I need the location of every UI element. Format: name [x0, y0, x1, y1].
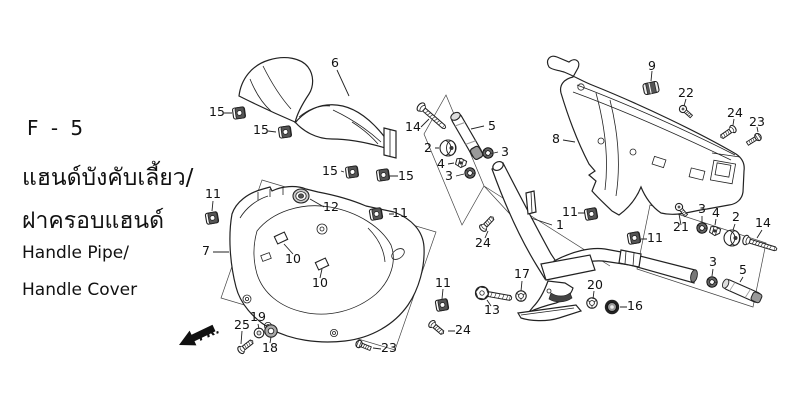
part-15-clip [231, 106, 247, 120]
handle-pipe-drawing [491, 160, 698, 322]
callout-c4b: 4 [712, 205, 720, 220]
callout-c21: 21 [673, 219, 689, 234]
callout-c15c: 15 [322, 163, 338, 178]
callout-c23b: 23 [749, 114, 765, 129]
callout-c11c: 11 [435, 275, 451, 290]
part-24-bolt [426, 318, 447, 338]
callout-c3d: 3 [709, 254, 717, 269]
part-9-clip [641, 80, 661, 96]
title-thai-line1: แฮนด์บังคับเลี้ยว/ [22, 165, 194, 191]
callout-c17: 17 [514, 266, 530, 281]
part-11-clip [583, 206, 599, 222]
callout-c20: 20 [587, 277, 603, 292]
callout-c18: 18 [262, 340, 278, 355]
fr-direction-indicator: FR. [179, 322, 222, 346]
callout-c6: 6 [331, 55, 339, 70]
callout-c7: 7 [202, 243, 210, 258]
part-3-ring [480, 145, 496, 161]
part-15-clip [277, 125, 293, 139]
callout-c2a: 2 [424, 140, 432, 155]
part-16-cap-nut [604, 299, 620, 315]
callout-c15a: 15 [209, 104, 225, 119]
callout-c1: 1 [556, 217, 564, 232]
callout-c15d: 15 [398, 168, 414, 183]
part-20-nut [586, 297, 598, 309]
handle-rear-cover-drawing [546, 55, 745, 216]
callout-c5b: 5 [739, 262, 747, 277]
callout-c3b: 3 [445, 168, 453, 183]
callout-c3a: 3 [501, 144, 509, 159]
callout-c25: 25 [234, 317, 250, 332]
part-24-bolt [477, 213, 497, 234]
callout-c11b: 11 [392, 205, 408, 220]
title-english-line2: Handle Cover [22, 280, 138, 300]
handle-front-top-cover-drawing [238, 57, 397, 159]
part-3-ring [462, 165, 478, 181]
part-2-bar-end-weight [439, 139, 457, 157]
callout-c10a: 10 [285, 251, 301, 266]
callout-c11a: 11 [205, 186, 221, 201]
part-23-screw [354, 338, 373, 353]
callout-c9: 9 [648, 58, 656, 73]
part-2-bar-end-weight [723, 229, 741, 247]
title-thai-line2: ฝาครอบแฮนด์ [22, 208, 165, 234]
page-code: F - 5 [27, 116, 87, 140]
part-19-washer [253, 327, 265, 339]
callout-c23a: 23 [381, 340, 397, 355]
callout-c11d: 11 [562, 204, 578, 219]
fr-direction-label: FR. [196, 322, 222, 344]
callout-c10b: 10 [312, 275, 328, 290]
part-4-clamp [708, 224, 722, 238]
callout-c14a: 14 [405, 119, 421, 134]
callout-c24a: 24 [475, 235, 491, 250]
part-15-clip [344, 165, 360, 179]
part-11-clip [626, 230, 642, 246]
part-11-clip [368, 206, 384, 222]
callout-c8: 8 [552, 131, 560, 146]
leader-lines [211, 69, 763, 350]
part-14-bolt [741, 233, 779, 255]
part-18-washer [264, 324, 278, 338]
callout-c14b: 14 [755, 215, 771, 230]
fr-arrow-icon [179, 324, 216, 346]
part-3-ring [704, 274, 720, 290]
callout-c22: 22 [678, 85, 694, 100]
part-15-clip [375, 168, 391, 182]
callout-c13: 13 [484, 302, 500, 317]
part-22-screw [677, 103, 695, 120]
callout-c24b: 24 [455, 322, 471, 337]
part-24-bolt [718, 123, 738, 142]
callout-c3c: 3 [698, 201, 706, 216]
callout-c12: 12 [323, 199, 339, 214]
callout-c4a: 4 [437, 156, 445, 171]
part-23-screw [744, 131, 764, 148]
part-11-clip [204, 210, 220, 226]
part-25-bolt [235, 337, 256, 356]
callout-c16: 16 [627, 298, 643, 313]
part-17-nut [515, 290, 527, 302]
callout-c19: 19 [250, 309, 266, 324]
callout-c15b: 15 [253, 122, 269, 137]
callout-c24c: 24 [727, 105, 743, 120]
part-11-clip [434, 297, 450, 313]
part-12-grommet [292, 188, 310, 204]
callout-c2b: 2 [732, 209, 740, 224]
callout-c5a: 5 [488, 118, 496, 133]
title-english-line1: Handle Pipe/ [22, 243, 129, 263]
part-4-clamp [454, 156, 468, 170]
callout-c11e: 11 [647, 230, 663, 245]
